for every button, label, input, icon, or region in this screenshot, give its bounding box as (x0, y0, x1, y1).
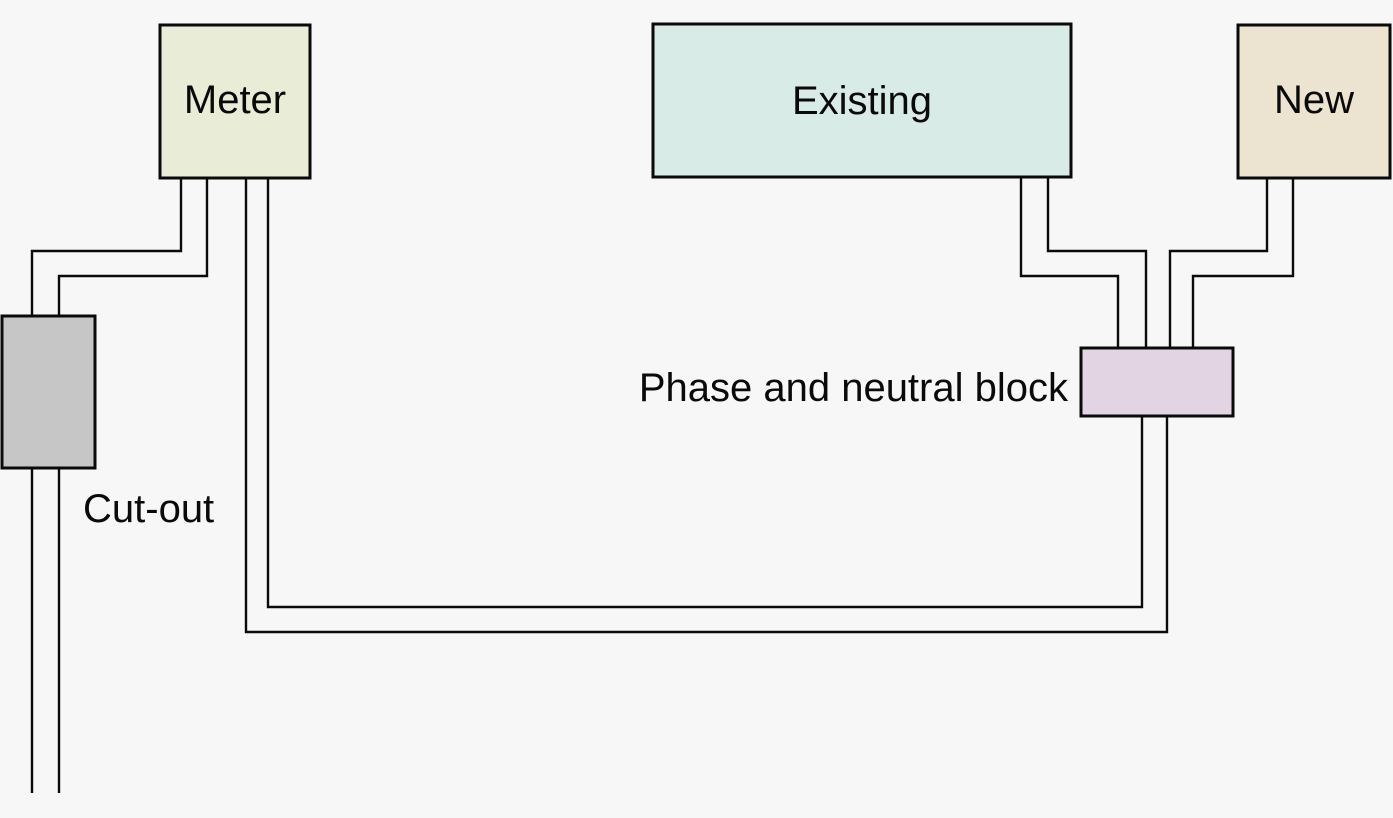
new-consumer-unit-box (1236, 23, 1392, 180)
wire-existing-to-block-a (1019, 177, 1120, 349)
wire-existing-to-block-b (1046, 177, 1148, 349)
wire-meter-to-block-b (266, 178, 1144, 609)
new-label: New (1274, 78, 1354, 122)
phase-neutral-block-box (1079, 346, 1235, 418)
wire-meter-to-cutout-a (30, 178, 183, 317)
wire-meter-to-block-a (244, 178, 1169, 634)
wire-new-to-block-a (1168, 178, 1269, 349)
existing-label: Existing (792, 79, 932, 123)
cutout-label: Cut-out (83, 487, 214, 531)
existing-consumer-unit-box (651, 22, 1073, 179)
meter-label: Meter (184, 78, 286, 122)
wire-new-to-block-b (1191, 178, 1295, 349)
meter-box (158, 23, 312, 180)
wire-meter-to-cutout-b (57, 178, 209, 317)
phase-neutral-block-label: Phase and neutral block (639, 366, 1069, 410)
cutout-box (0, 314, 97, 470)
